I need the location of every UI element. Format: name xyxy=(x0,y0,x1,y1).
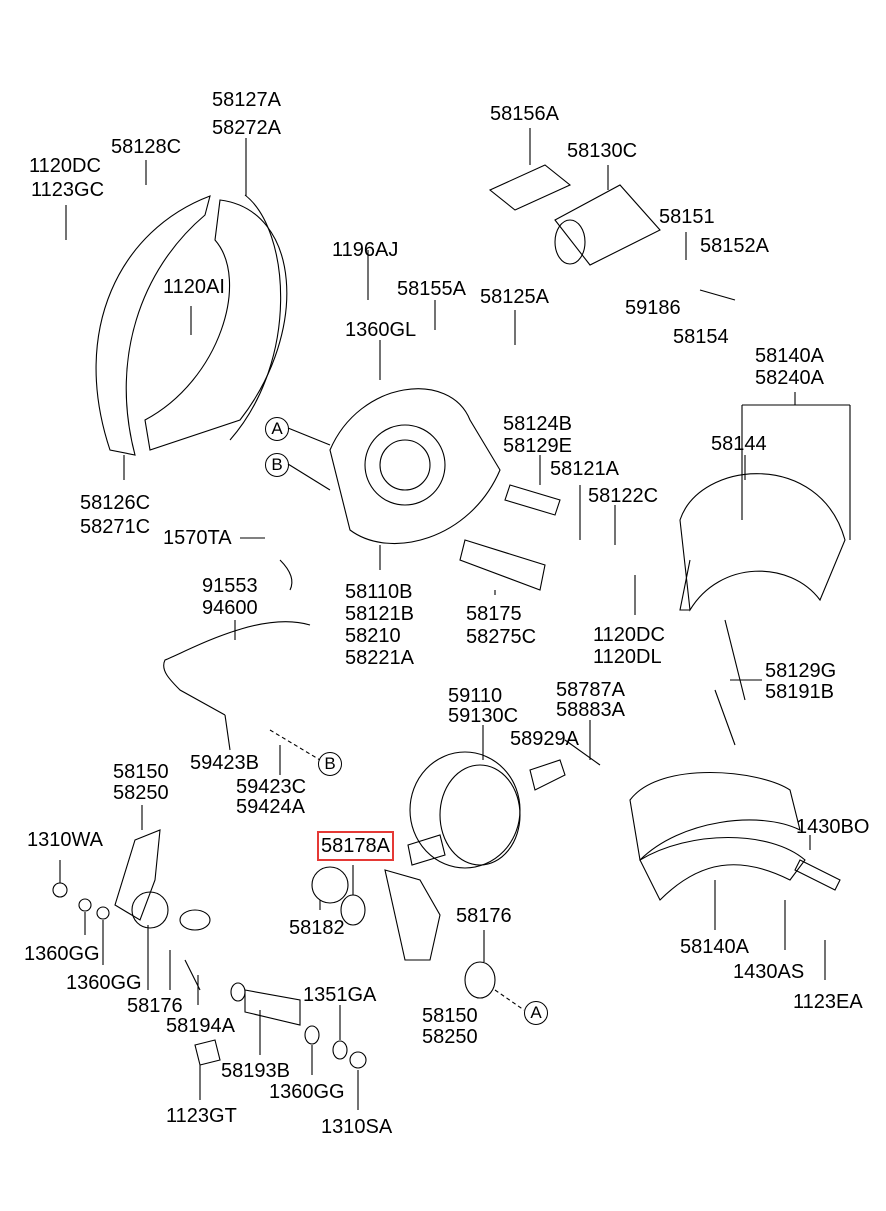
part-label-58194a[interactable]: 58194A xyxy=(166,1015,235,1037)
brake-chamber-drawing xyxy=(384,720,601,961)
part-label-1360gg[interactable]: 1360GG xyxy=(24,943,100,965)
part-label-58176[interactable]: 58176 xyxy=(456,905,512,927)
part-label-58125a[interactable]: 58125A xyxy=(480,286,549,308)
part-label-91553[interactable]: 91553 xyxy=(202,575,258,597)
part-label-58275c[interactable]: 58275C xyxy=(466,626,537,648)
part-label-1430bo[interactable]: 1430BO xyxy=(796,816,870,838)
reference-marker-a: A xyxy=(265,417,289,441)
part-label-58221a[interactable]: 58221A xyxy=(345,647,414,669)
part-label-1120dc[interactable]: 1120DC xyxy=(29,155,101,177)
part-label-1123gc[interactable]: 1123GC xyxy=(31,179,105,201)
sensor-cable-drawing xyxy=(163,537,321,775)
part-label-58127a[interactable]: 58127A xyxy=(212,89,281,111)
part-label-58240a[interactable]: 58240A xyxy=(755,367,824,389)
slack-adjuster-drawing xyxy=(52,805,525,1110)
part-label-59130c[interactable]: 59130C xyxy=(448,705,519,727)
reference-marker-b: B xyxy=(265,453,289,477)
part-label-58155a[interactable]: 58155A xyxy=(397,278,466,300)
part-label-1570ta[interactable]: 1570TA xyxy=(163,527,232,549)
part-label-1120dl[interactable]: 1120DL xyxy=(593,646,662,668)
part-label-1123ea[interactable]: 1123EA xyxy=(793,991,863,1013)
part-label-58250[interactable]: 58250 xyxy=(113,782,169,804)
part-label-58130c[interactable]: 58130C xyxy=(567,140,638,162)
part-label-59424a[interactable]: 59424A xyxy=(236,796,305,818)
part-label-58150[interactable]: 58150 xyxy=(113,761,169,783)
backing-plate-drawing xyxy=(287,250,636,615)
reference-marker-b: B xyxy=(318,752,342,776)
part-label-58176[interactable]: 58176 xyxy=(127,995,183,1017)
part-label-58152a[interactable]: 58152A xyxy=(700,235,769,257)
part-label-58883a[interactable]: 58883A xyxy=(556,699,625,721)
part-label-1360gl[interactable]: 1360GL xyxy=(345,319,417,341)
part-label-58144[interactable]: 58144 xyxy=(711,433,767,455)
part-label-58271c[interactable]: 58271C xyxy=(80,516,151,538)
part-label-58175[interactable]: 58175 xyxy=(466,603,522,625)
part-label-1120dc[interactable]: 1120DC xyxy=(593,624,665,646)
part-label-58178a[interactable]: 58178A xyxy=(317,831,394,861)
part-label-58124b[interactable]: 58124B xyxy=(503,413,572,435)
part-label-1196aj[interactable]: 1196AJ xyxy=(332,239,399,261)
wheel-cylinder-drawing xyxy=(488,128,736,301)
part-label-58250[interactable]: 58250 xyxy=(422,1026,478,1048)
part-label-58129g[interactable]: 58129G xyxy=(765,660,837,682)
part-label-58122c[interactable]: 58122C xyxy=(588,485,659,507)
part-label-58140a[interactable]: 58140A xyxy=(680,936,749,958)
part-label-59423c[interactable]: 59423C xyxy=(236,776,307,798)
part-label-58193b[interactable]: 58193B xyxy=(221,1060,290,1082)
part-label-58128c[interactable]: 58128C xyxy=(111,136,182,158)
part-label-94600[interactable]: 94600 xyxy=(202,597,258,619)
part-label-58126c[interactable]: 58126C xyxy=(80,492,151,514)
part-label-58182[interactable]: 58182 xyxy=(289,917,345,939)
part-label-58121a[interactable]: 58121A xyxy=(550,458,619,480)
part-label-1120ai[interactable]: 1120AI xyxy=(163,276,225,298)
part-label-1123gt[interactable]: 1123GT xyxy=(166,1105,237,1127)
part-label-59423b[interactable]: 59423B xyxy=(190,752,259,774)
part-label-58110b[interactable]: 58110B xyxy=(345,581,413,603)
part-label-58272a[interactable]: 58272A xyxy=(212,117,281,139)
part-label-58121b[interactable]: 58121B xyxy=(345,603,414,625)
part-label-1310sa[interactable]: 1310SA xyxy=(321,1116,393,1138)
brake-shoe-right-drawing xyxy=(629,392,851,980)
part-label-1360gg[interactable]: 1360GG xyxy=(66,972,142,994)
part-label-58210[interactable]: 58210 xyxy=(345,625,401,647)
reference-marker-a: A xyxy=(524,1001,548,1025)
part-label-58156a[interactable]: 58156A xyxy=(490,103,559,125)
part-label-58151[interactable]: 58151 xyxy=(659,206,715,228)
part-label-1430as[interactable]: 1430AS xyxy=(733,961,805,983)
part-label-59186[interactable]: 59186 xyxy=(625,297,681,319)
part-label-58150[interactable]: 58150 xyxy=(422,1005,478,1027)
part-label-1360gg[interactable]: 1360GG xyxy=(269,1081,345,1103)
part-label-58787a[interactable]: 58787A xyxy=(556,679,625,701)
part-label-58129e[interactable]: 58129E xyxy=(503,435,572,457)
part-label-1310wa[interactable]: 1310WA xyxy=(27,829,103,851)
part-label-59110[interactable]: 59110 xyxy=(448,685,503,707)
part-label-58191b[interactable]: 58191B xyxy=(765,681,834,703)
part-label-58929a[interactable]: 58929A xyxy=(510,728,579,750)
part-label-58154[interactable]: 58154 xyxy=(673,326,729,348)
brake-shoe-left-drawing xyxy=(65,138,288,480)
part-label-58140a[interactable]: 58140A xyxy=(755,345,824,367)
part-label-1351ga[interactable]: 1351GA xyxy=(303,984,377,1006)
